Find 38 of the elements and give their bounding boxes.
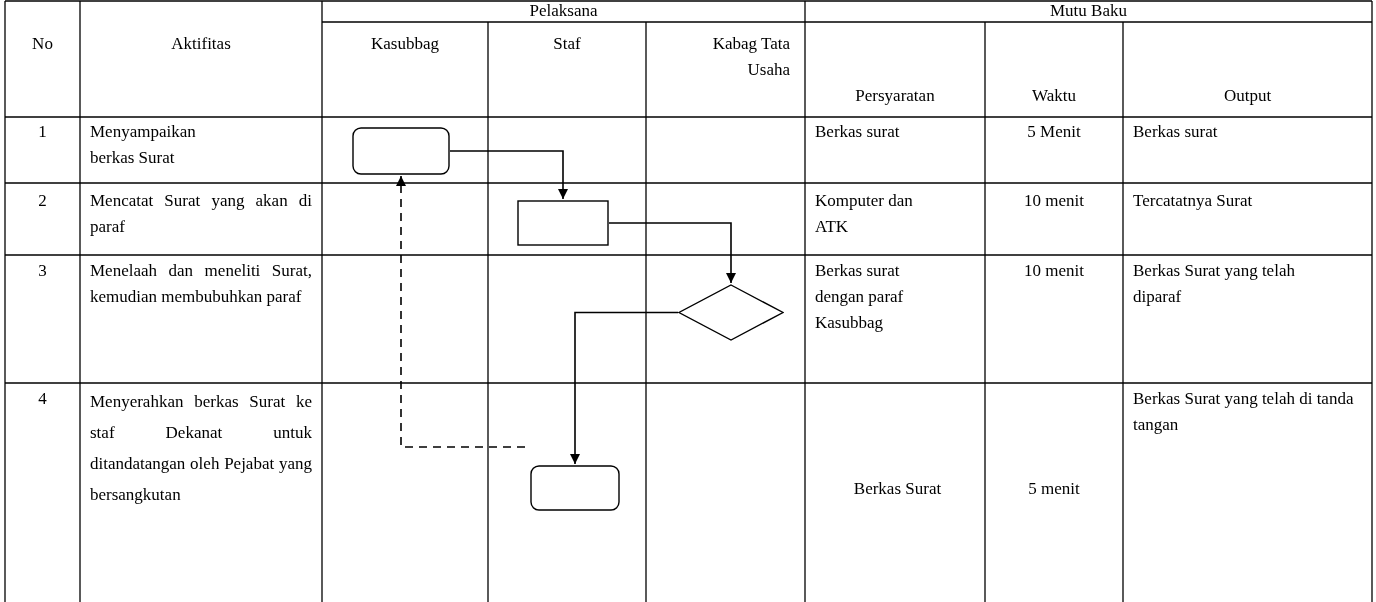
- rounded-process-box: [530, 465, 620, 511]
- arrow: [608, 222, 736, 284]
- column-header: Output: [1222, 85, 1273, 107]
- output-text: Berkas Surat yang telah di tanda tangan: [1133, 388, 1355, 436]
- row-number: 4: [37, 388, 48, 410]
- column-header: Pelaksana: [528, 0, 599, 22]
- dashed-arrow: [396, 175, 526, 448]
- row-number: 1: [37, 121, 48, 143]
- row-number: 3: [37, 260, 48, 282]
- arrow: [570, 311, 679, 465]
- column-header: Persyaratan: [854, 85, 936, 107]
- column-header: Staf: [552, 33, 582, 55]
- column-header: Mutu Baku: [1049, 0, 1128, 22]
- time-text: 5 Menit: [1026, 121, 1082, 143]
- row-number: 2: [37, 190, 48, 212]
- requirement-text: Berkas surat dengan paraf Kasubbag: [815, 260, 905, 334]
- time-text: 5 menit: [1027, 478, 1081, 500]
- requirement-text: Berkas Surat: [852, 478, 943, 500]
- activity-text: Menyerahkan berkas Surat ke staf Dekanat untuk ditandatangan oleh Pejabat yang bersangkutan: [90, 391, 312, 506]
- column-header: Kabag Tata Usaha: [711, 33, 790, 81]
- requirement-text: Komputer dan ATK: [815, 190, 914, 238]
- requirement-text: Berkas surat: [815, 121, 901, 143]
- output-text: Berkas Surat yang telah diparaf: [1133, 260, 1296, 308]
- output-text: Tercatatnya Surat: [1133, 190, 1254, 212]
- column-header: Aktifitas: [170, 33, 232, 55]
- column-header: No: [31, 33, 54, 55]
- arrow: [449, 150, 568, 200]
- output-text: Berkas surat: [1133, 121, 1219, 143]
- process-box: [517, 200, 609, 246]
- activity-text: Menyampaikan berkas Surat: [90, 121, 197, 169]
- time-text: 10 menit: [1023, 190, 1085, 212]
- activity-text: Menelaah dan meneliti Surat, kemudian membubuhkan paraf: [90, 260, 312, 308]
- rounded-process-box: [352, 127, 450, 175]
- column-header: Waktu: [1031, 85, 1077, 107]
- time-text: 10 menit: [1023, 260, 1085, 282]
- decision-diamond: [678, 284, 784, 341]
- column-header: Kasubbag: [370, 33, 440, 55]
- activity-text: Mencatat Surat yang akan di paraf: [90, 190, 312, 238]
